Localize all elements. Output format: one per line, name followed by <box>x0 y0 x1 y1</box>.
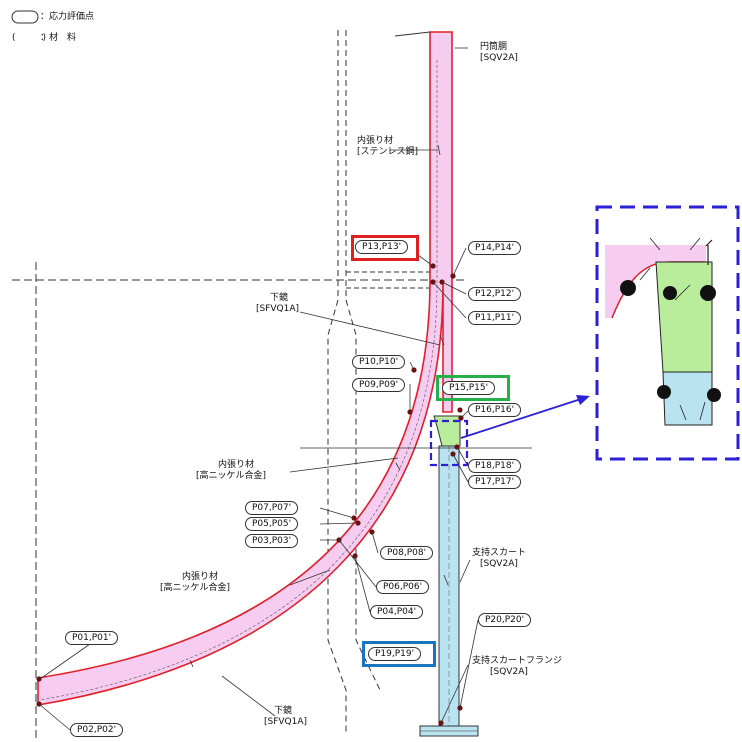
zoom-detail-content <box>605 237 721 426</box>
point-p04: P04,P04' <box>370 605 424 619</box>
liner-upper-label: 内張り材 [ステンレス鋼] <box>357 136 418 158</box>
point-p18: P18,P18' <box>468 459 522 473</box>
liner-low-material: [高ニッケル合金] <box>160 583 231 593</box>
cylinder-label: 円筒胴 [SQV2A] <box>480 42 518 64</box>
skirt-label: 支持スカート [SQV2A] <box>472 548 526 570</box>
point-p16: P16,P16' <box>468 403 522 417</box>
point-p13: P13,P13' <box>355 240 409 254</box>
highlight-p13-box <box>351 235 419 261</box>
point-p06: P06,P06' <box>376 580 430 594</box>
point-p07: P07,P07' <box>245 501 299 515</box>
legend-point-text: ：応力評価点 <box>40 12 95 22</box>
highlight-p19-box <box>362 641 436 667</box>
zoom-arrow-head <box>576 395 590 405</box>
point-p08: P08,P08' <box>380 546 434 560</box>
zoom-detail-frame <box>595 205 740 461</box>
internal-dashed-outline <box>327 30 381 735</box>
lower-head-bottom-label: 下鏡 [SFVQ1A] <box>264 706 307 728</box>
point-p17: P17,P17' <box>468 475 522 489</box>
point-p14: P14,P14' <box>468 241 522 255</box>
point-p01: P01,P01' <box>65 631 119 645</box>
point-p05: P05,P05' <box>245 517 299 531</box>
point-p20: P20,P20' <box>478 613 532 627</box>
liner-line <box>39 60 438 701</box>
highlight-p15-box <box>436 375 510 401</box>
lower-head-upper-material: [SFVQ1A] <box>256 304 300 314</box>
skirt-flange-name: 支持スカートフランジ <box>472 656 563 666</box>
junction-focus-box <box>429 419 469 467</box>
cylinder-material: [SQV2A] <box>480 53 518 63</box>
lower-head-bottom-material: [SFVQ1A] <box>264 717 308 727</box>
liner-mid-name: 内張り材 <box>218 460 255 470</box>
skirt-name: 支持スカート <box>472 548 527 558</box>
liner-upper-material: [ステンレス鋼] <box>357 147 419 157</box>
legend-material-bracket: ( ) <box>12 33 47 43</box>
skirt-flange-material: [SQV2A] <box>490 667 528 677</box>
point-p15: P15,P15' <box>442 381 496 395</box>
legend-pill-shape <box>11 10 39 24</box>
top-leader <box>394 31 431 37</box>
liner-mid-label: 内張り材 [高ニッケル合金] <box>196 460 266 482</box>
point-p09: P09,P09' <box>352 378 406 392</box>
point-p11: P11,P11' <box>468 311 522 325</box>
point-p12: P12,P12' <box>468 287 522 301</box>
liner-low-label: 内張り材 [高ニッケル合金] <box>160 572 230 594</box>
point-p10: P10,P10' <box>352 355 406 369</box>
lower-head-bottom-name: 下鏡 <box>274 706 293 716</box>
skirt-flange-label: 支持スカートフランジ [SQV2A] <box>472 656 562 678</box>
point-p03: P03,P03' <box>245 534 299 548</box>
legend-material-text: ：材 料 <box>40 33 77 43</box>
point-p02: P02,P02' <box>70 723 124 737</box>
zoom-arrow <box>460 397 585 439</box>
hatch-marks <box>189 144 449 668</box>
liner-upper-name: 内張り材 <box>357 136 394 146</box>
point-p19: P19,P19' <box>368 647 422 661</box>
lower-head-upper-name: 下鏡 <box>270 293 289 303</box>
leader-lines <box>38 47 479 731</box>
liner-mid-material: [高ニッケル合金] <box>196 471 267 481</box>
cylinder-name: 円筒胴 <box>480 42 508 52</box>
skirt-material: [SQV2A] <box>480 559 518 569</box>
liner-low-name: 内張り材 <box>182 572 219 582</box>
lower-head-upper-label: 下鏡 [SFVQ1A] <box>256 293 299 315</box>
